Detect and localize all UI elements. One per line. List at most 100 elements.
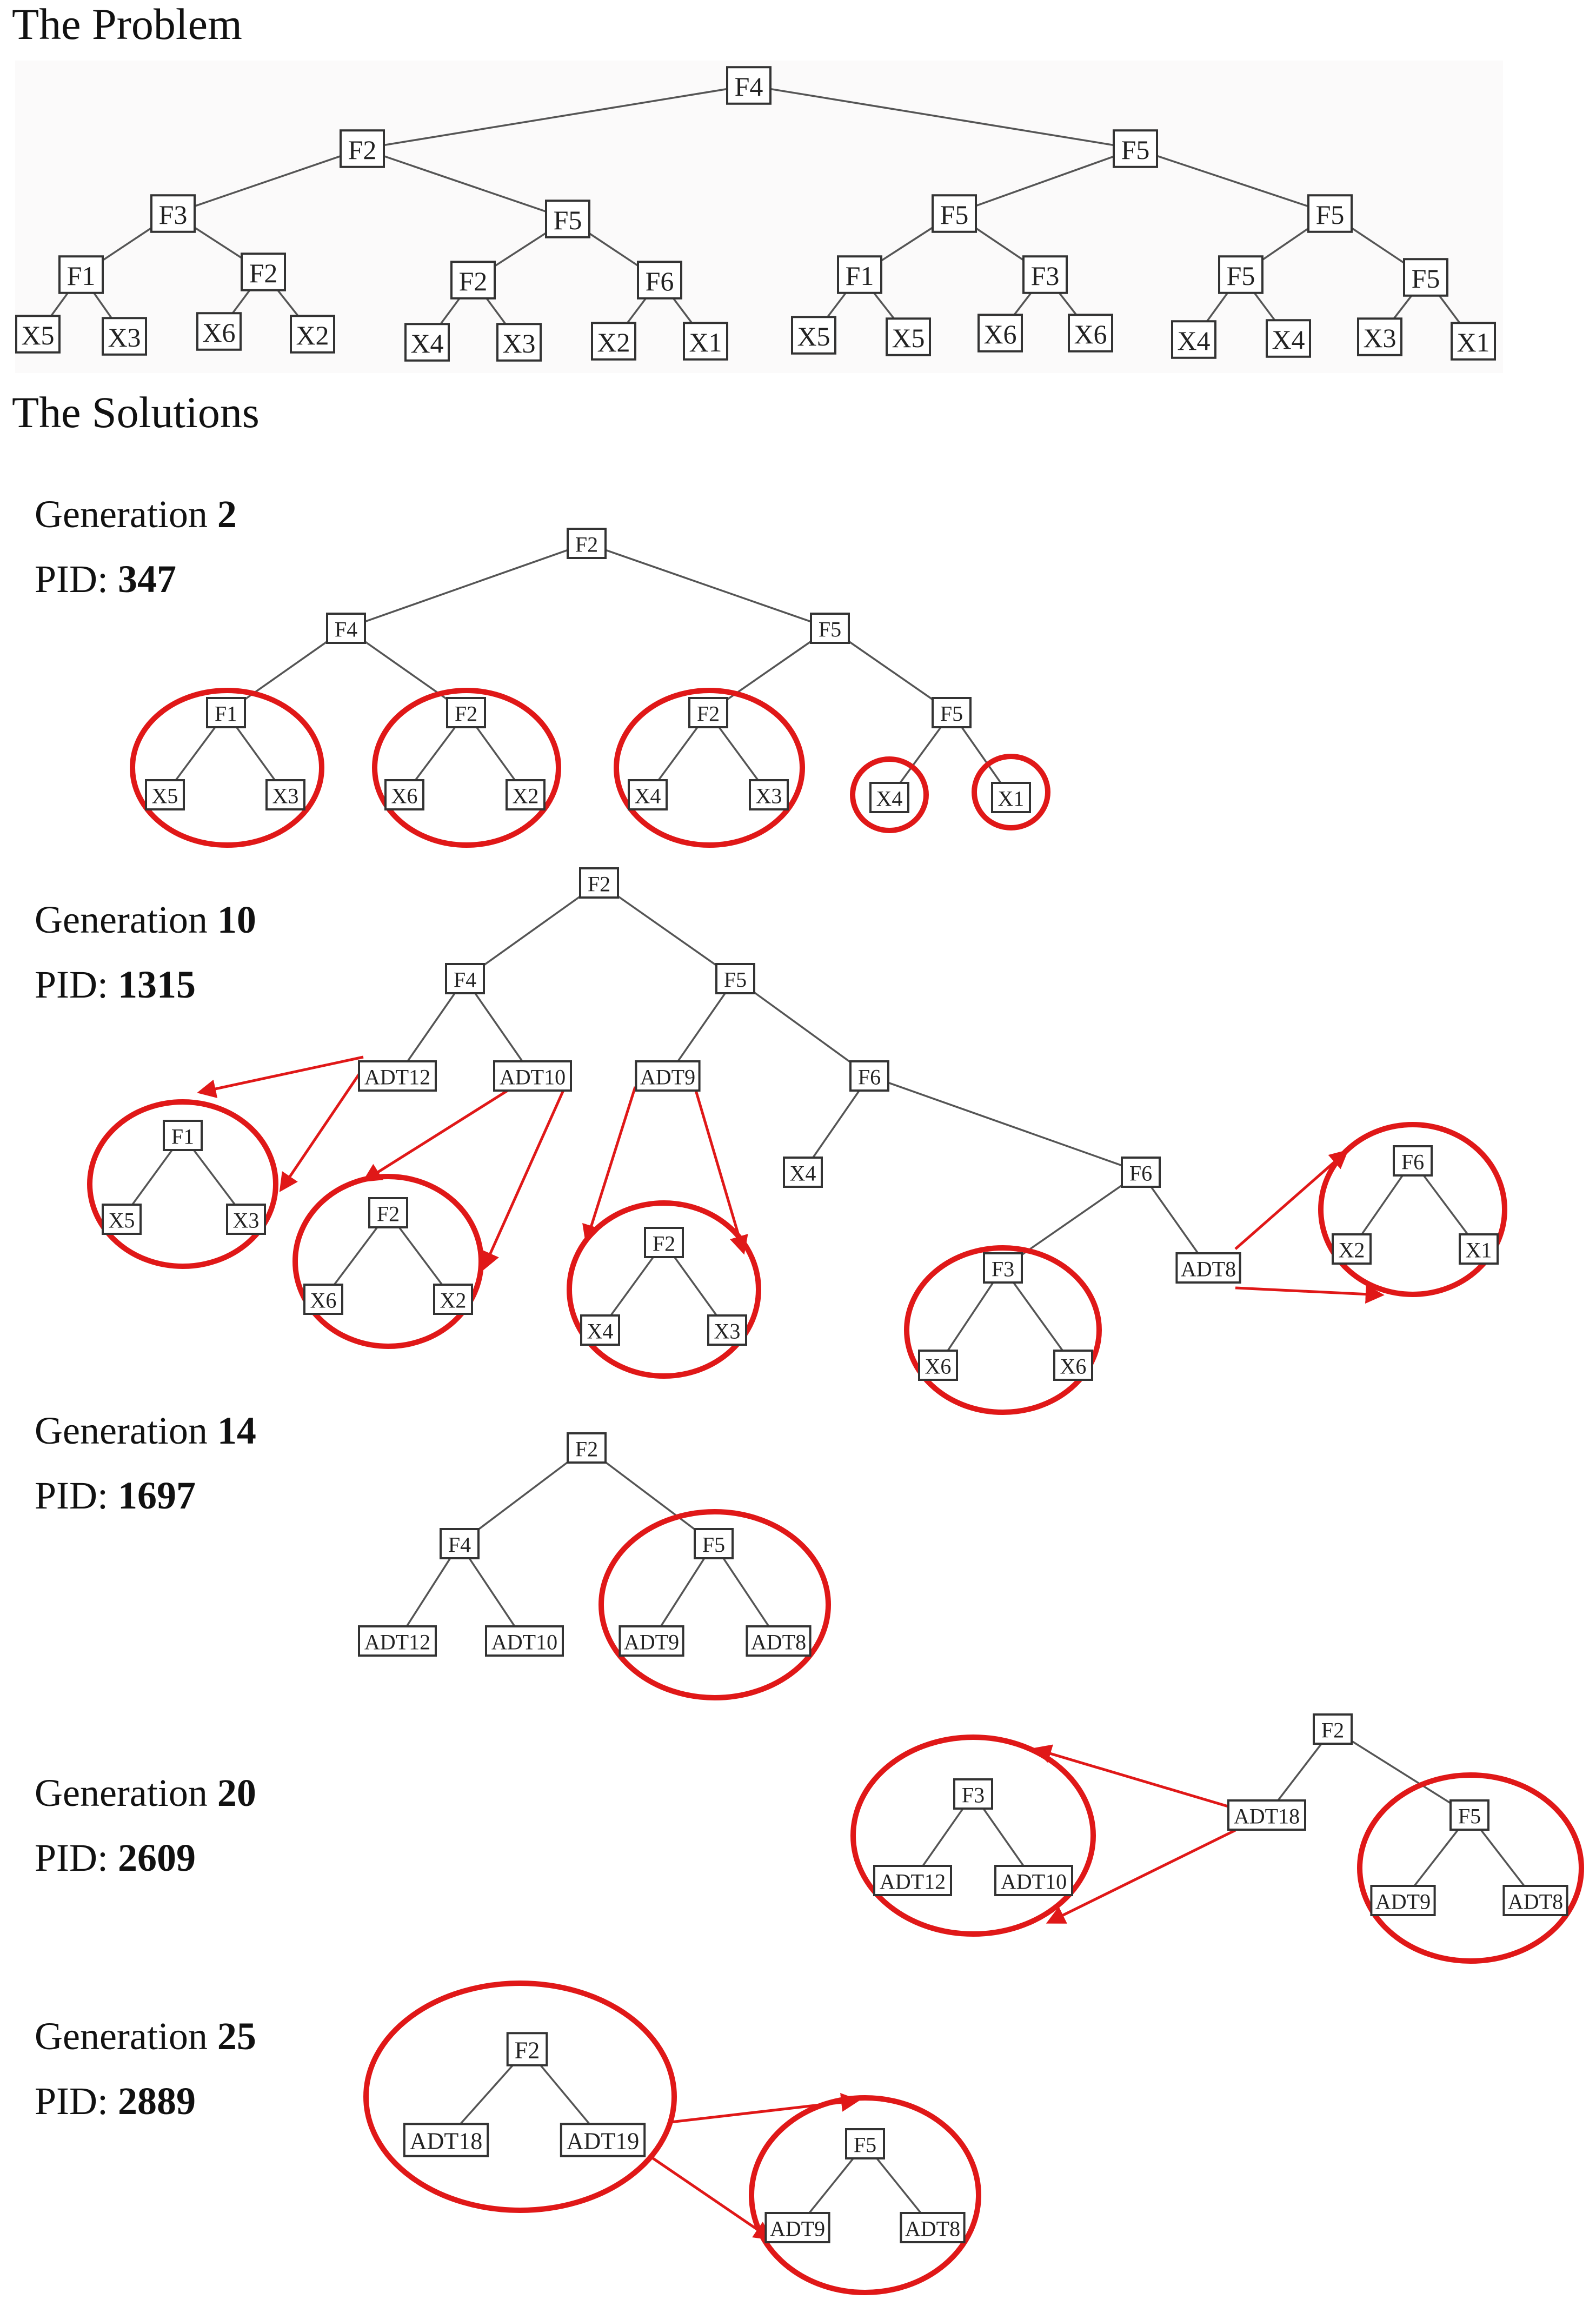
tree-edge (586, 542, 830, 629)
problem-l3-node-label: F1 (67, 261, 96, 291)
gen10-sub-leaf-node-label: X2 (440, 1288, 467, 1313)
gen14-leaf-node: ADT9 (619, 1625, 684, 1657)
problem-leaf-node: X3 (102, 317, 147, 356)
gen10-l2-node-label: ADT12 (364, 1065, 430, 1089)
problem-l2-node: F3 (150, 194, 196, 233)
gen10-sub-root-node-label: F6 (1401, 1150, 1424, 1174)
gen14-l1-node-label: F5 (702, 1533, 725, 1557)
gen10-l3-node: F6 (1121, 1157, 1161, 1188)
gen2-l2-node: F5 (932, 697, 972, 728)
problem-l2-node: F5 (545, 200, 590, 238)
gen10-sub-leaf-node-label: X6 (1060, 1354, 1087, 1379)
gen2-l2-node: F2 (688, 697, 728, 728)
gen20-l2-node-label: ADT8 (1508, 1890, 1563, 1914)
gen14-root-node-label: F2 (575, 1437, 598, 1461)
problem-leaf-node-label: X3 (1363, 323, 1396, 353)
problem-leaf-node: X4 (1266, 319, 1311, 358)
gen2-circle (130, 688, 324, 848)
gen2-l2-node-label: F2 (455, 702, 477, 726)
problem-l3-node: F5 (1218, 255, 1264, 294)
gen10-circle (904, 1245, 1102, 1415)
gen20-label: Generation 20 (35, 1771, 256, 1815)
gen14-leaf-node: ADT8 (746, 1625, 812, 1657)
tree-edge (748, 84, 1136, 150)
gen20-sub-root-node-label: F3 (962, 1783, 985, 1807)
gen20-sub-leaf-node-label: ADT10 (1001, 1870, 1067, 1894)
gen2-l2-node-label: F5 (940, 702, 963, 726)
problem-l3-node-label: F5 (1227, 261, 1255, 291)
problem-l3-node: F2 (241, 252, 286, 291)
problem-leaf-node-label: X1 (1457, 327, 1489, 357)
tree-edge (362, 84, 749, 150)
gen10-circle (567, 1200, 761, 1379)
gen20-l2-node-label: ADT9 (1375, 1890, 1431, 1914)
gen14-pid: PID: 1697 (35, 1474, 196, 1517)
problem-l2-node: F5 (1307, 194, 1353, 233)
red-arrow (1046, 1829, 1236, 1924)
tree-edge (1332, 1728, 1470, 1816)
problem-leaf-node-label: X4 (410, 328, 443, 358)
gen10-sub-leaf-node-label: X5 (109, 1208, 135, 1233)
problem-l3-node-label: F2 (249, 258, 278, 288)
problem-leaf-node: X2 (591, 322, 636, 361)
problem-leaf-node: X5 (886, 317, 931, 356)
gen10-root-node-label: F2 (588, 872, 610, 896)
tree-edge (598, 882, 736, 980)
problem-l3-node: F2 (450, 261, 496, 300)
gen10-l1-node: F4 (445, 963, 485, 994)
problem-l3-node-label: F5 (1412, 263, 1440, 294)
gen25-pid: PID: 2889 (35, 2079, 196, 2123)
gen10-sub-leaf-node-label: X4 (587, 1319, 614, 1344)
tree-edge (1140, 1171, 1209, 1269)
gen25-root-node: F2 (506, 2032, 548, 2066)
problem-leaf-node: X4 (404, 323, 450, 362)
problem-leaf-node-label: X6 (983, 319, 1016, 349)
problem-leaf-node-label: X1 (689, 327, 722, 357)
gen10-sub-leaf-node: X2 (1332, 1233, 1372, 1265)
gen10-l3-node-label: F6 (1129, 1161, 1152, 1186)
gen14-l1-node: F5 (694, 1528, 734, 1559)
gen10-sub-root-node-label: F2 (377, 1202, 400, 1226)
gen20-l1-node: ADT18 (1227, 1799, 1306, 1831)
tree-edge (650, 1543, 715, 1642)
gen10-sub-leaf-node-label: X1 (1466, 1238, 1492, 1262)
gen25-l1-node: ADT18 (403, 2123, 489, 2157)
tree-edge (713, 1543, 780, 1642)
gen20-sub-root-node: F3 (953, 1778, 993, 1810)
problem-l3-node-label: F2 (459, 266, 488, 296)
gen10-sub-leaf-node-label: X6 (310, 1288, 337, 1313)
gen2-label: Generation 2 (35, 493, 237, 536)
gen10-sub-root-node-label: F1 (171, 1125, 194, 1149)
gen10-l4-node: ADT8 (1175, 1252, 1241, 1284)
red-arrow (481, 1086, 567, 1271)
tree-edge (1002, 1171, 1141, 1269)
gen10-sub-leaf-node: X2 (433, 1284, 473, 1315)
gen10-sub-leaf-node: X6 (918, 1350, 958, 1381)
gen2-circle (972, 754, 1050, 830)
problem-leaf-node: X5 (15, 315, 61, 354)
gen10-l1-node-label: F4 (454, 968, 476, 992)
tree-edge (464, 978, 534, 1076)
gen14-leaf-node: ADT12 (358, 1625, 437, 1657)
gen25-circle (363, 1981, 677, 2213)
gen2-circle (372, 688, 561, 848)
tree-edge (734, 978, 870, 1077)
tree-edge (464, 882, 600, 980)
gen20-sub-leaf-node: ADT10 (994, 1865, 1073, 1896)
tree-edge (954, 148, 1136, 215)
gen20-root-node: F2 (1313, 1713, 1353, 1745)
gen10-sub-leaf-node: X6 (1053, 1350, 1093, 1381)
tree-edge (345, 542, 587, 629)
gen25-root-node-label: F2 (515, 2037, 540, 2064)
gen10-pid: PID: 1315 (35, 963, 196, 1006)
gen10-sub-root-node: F2 (368, 1197, 408, 1228)
gen14-circle (598, 1509, 831, 1700)
problem-leaf-node-label: X4 (1272, 324, 1305, 355)
gen10-sub-leaf-node: X5 (102, 1204, 142, 1235)
gen25-circle (749, 2095, 981, 2295)
gen10-sub-leaf-node-label: X6 (925, 1354, 952, 1379)
problem-l3-node-label: F6 (646, 266, 674, 296)
red-arrow (1032, 1744, 1236, 1810)
